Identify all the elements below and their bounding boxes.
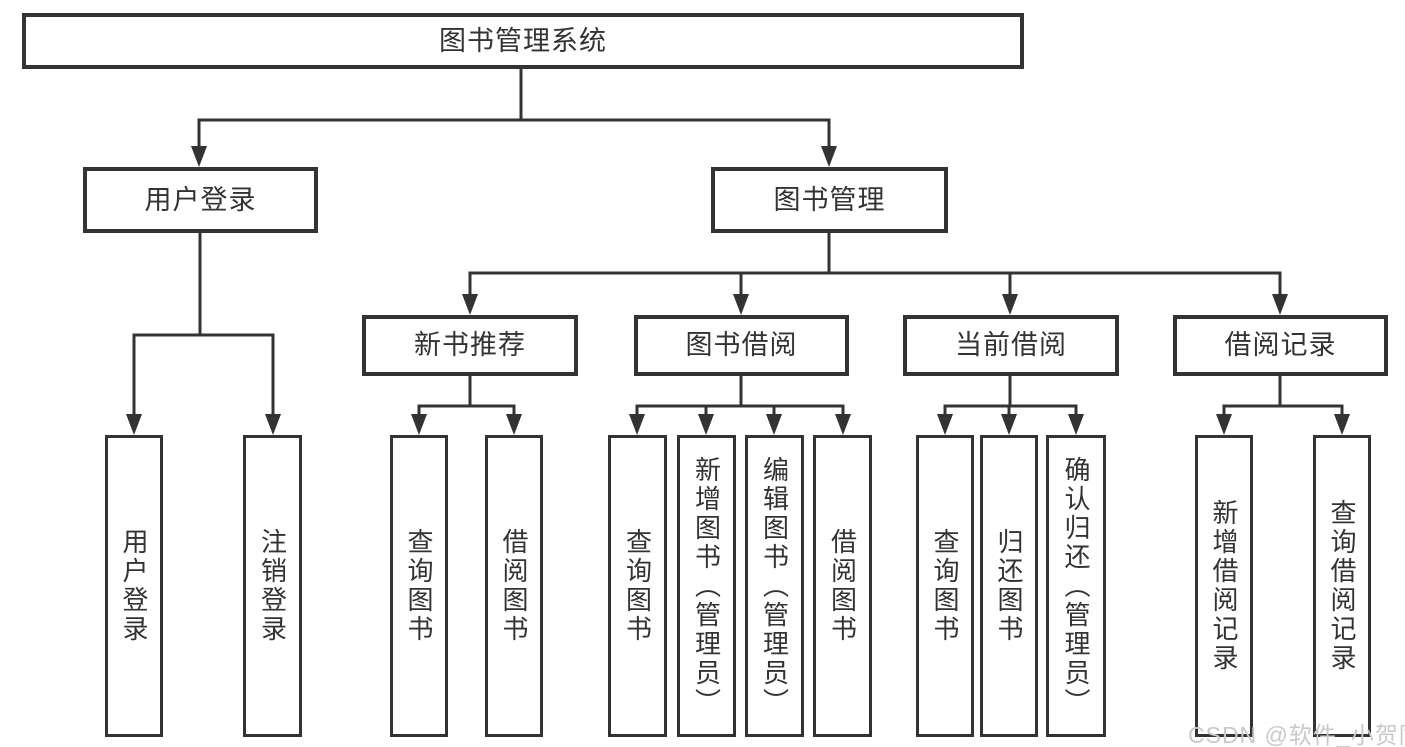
node-label: 查询图书 <box>622 528 653 644</box>
watermark: CSDN @软件_小贺同学 <box>1188 722 1405 747</box>
node-label: 查询图书 <box>404 528 434 644</box>
node-label: 新书推荐 <box>414 330 526 360</box>
node-add-book-admin: 新增图书（管理员） <box>677 435 736 737</box>
node-root: 图书管理系统 <box>22 13 1024 69</box>
node-label: 新增图书（管理员） <box>691 455 722 717</box>
node-label: 归还图书 <box>994 528 1024 644</box>
node-label: 确认归还（管理员） <box>1061 455 1091 717</box>
node-label: 注销登录 <box>257 528 288 644</box>
node-return-book: 归还图书 <box>980 435 1038 737</box>
node-logout: 注销登录 <box>243 435 302 737</box>
node-current-borrowing: 当前借阅 <box>903 315 1119 376</box>
node-label: 借阅图书 <box>499 528 529 644</box>
node-label: 查询借阅记录 <box>1327 499 1357 673</box>
node-label: 借阅记录 <box>1224 330 1337 360</box>
node-label: 用户登录 <box>119 528 149 644</box>
node-borrowing-records: 借阅记录 <box>1173 315 1388 376</box>
node-borrow-books-recommend: 借阅图书 <box>485 435 543 737</box>
node-borrow-books-borrowing: 借阅图书 <box>813 435 872 737</box>
node-label: 查询图书 <box>930 528 960 644</box>
node-query-books-recommend: 查询图书 <box>390 435 448 737</box>
node-edit-book-admin: 编辑图书（管理员） <box>745 435 804 737</box>
node-user-login: 用户登录 <box>83 167 318 233</box>
node-label: 新增借阅记录 <box>1209 499 1239 673</box>
node-book-management: 图书管理 <box>711 167 948 233</box>
node-query-borrow-record: 查询借阅记录 <box>1313 435 1371 737</box>
node-label: 当前借阅 <box>955 330 1067 360</box>
node-new-book-recommend: 新书推荐 <box>362 315 578 376</box>
node-label: 借阅图书 <box>827 528 858 644</box>
node-book-borrowing: 图书借阅 <box>634 315 849 376</box>
node-confirm-return-admin: 确认归还（管理员） <box>1046 435 1106 737</box>
node-label: 用户登录 <box>144 184 257 215</box>
connector-segments <box>132 69 1344 420</box>
node-label: 编辑图书（管理员） <box>759 455 790 717</box>
node-query-books-borrowing: 查询图书 <box>608 435 667 737</box>
node-add-borrow-record: 新增借阅记录 <box>1195 435 1253 737</box>
node-label: 图书借阅 <box>685 330 798 360</box>
node-query-books-current: 查询图书 <box>916 435 974 737</box>
node-root-label: 图书管理系统 <box>439 25 607 56</box>
node-label: 图书管理 <box>773 184 886 215</box>
arrowheads <box>126 146 1350 435</box>
node-user-login-leaf: 用户登录 <box>105 435 163 737</box>
